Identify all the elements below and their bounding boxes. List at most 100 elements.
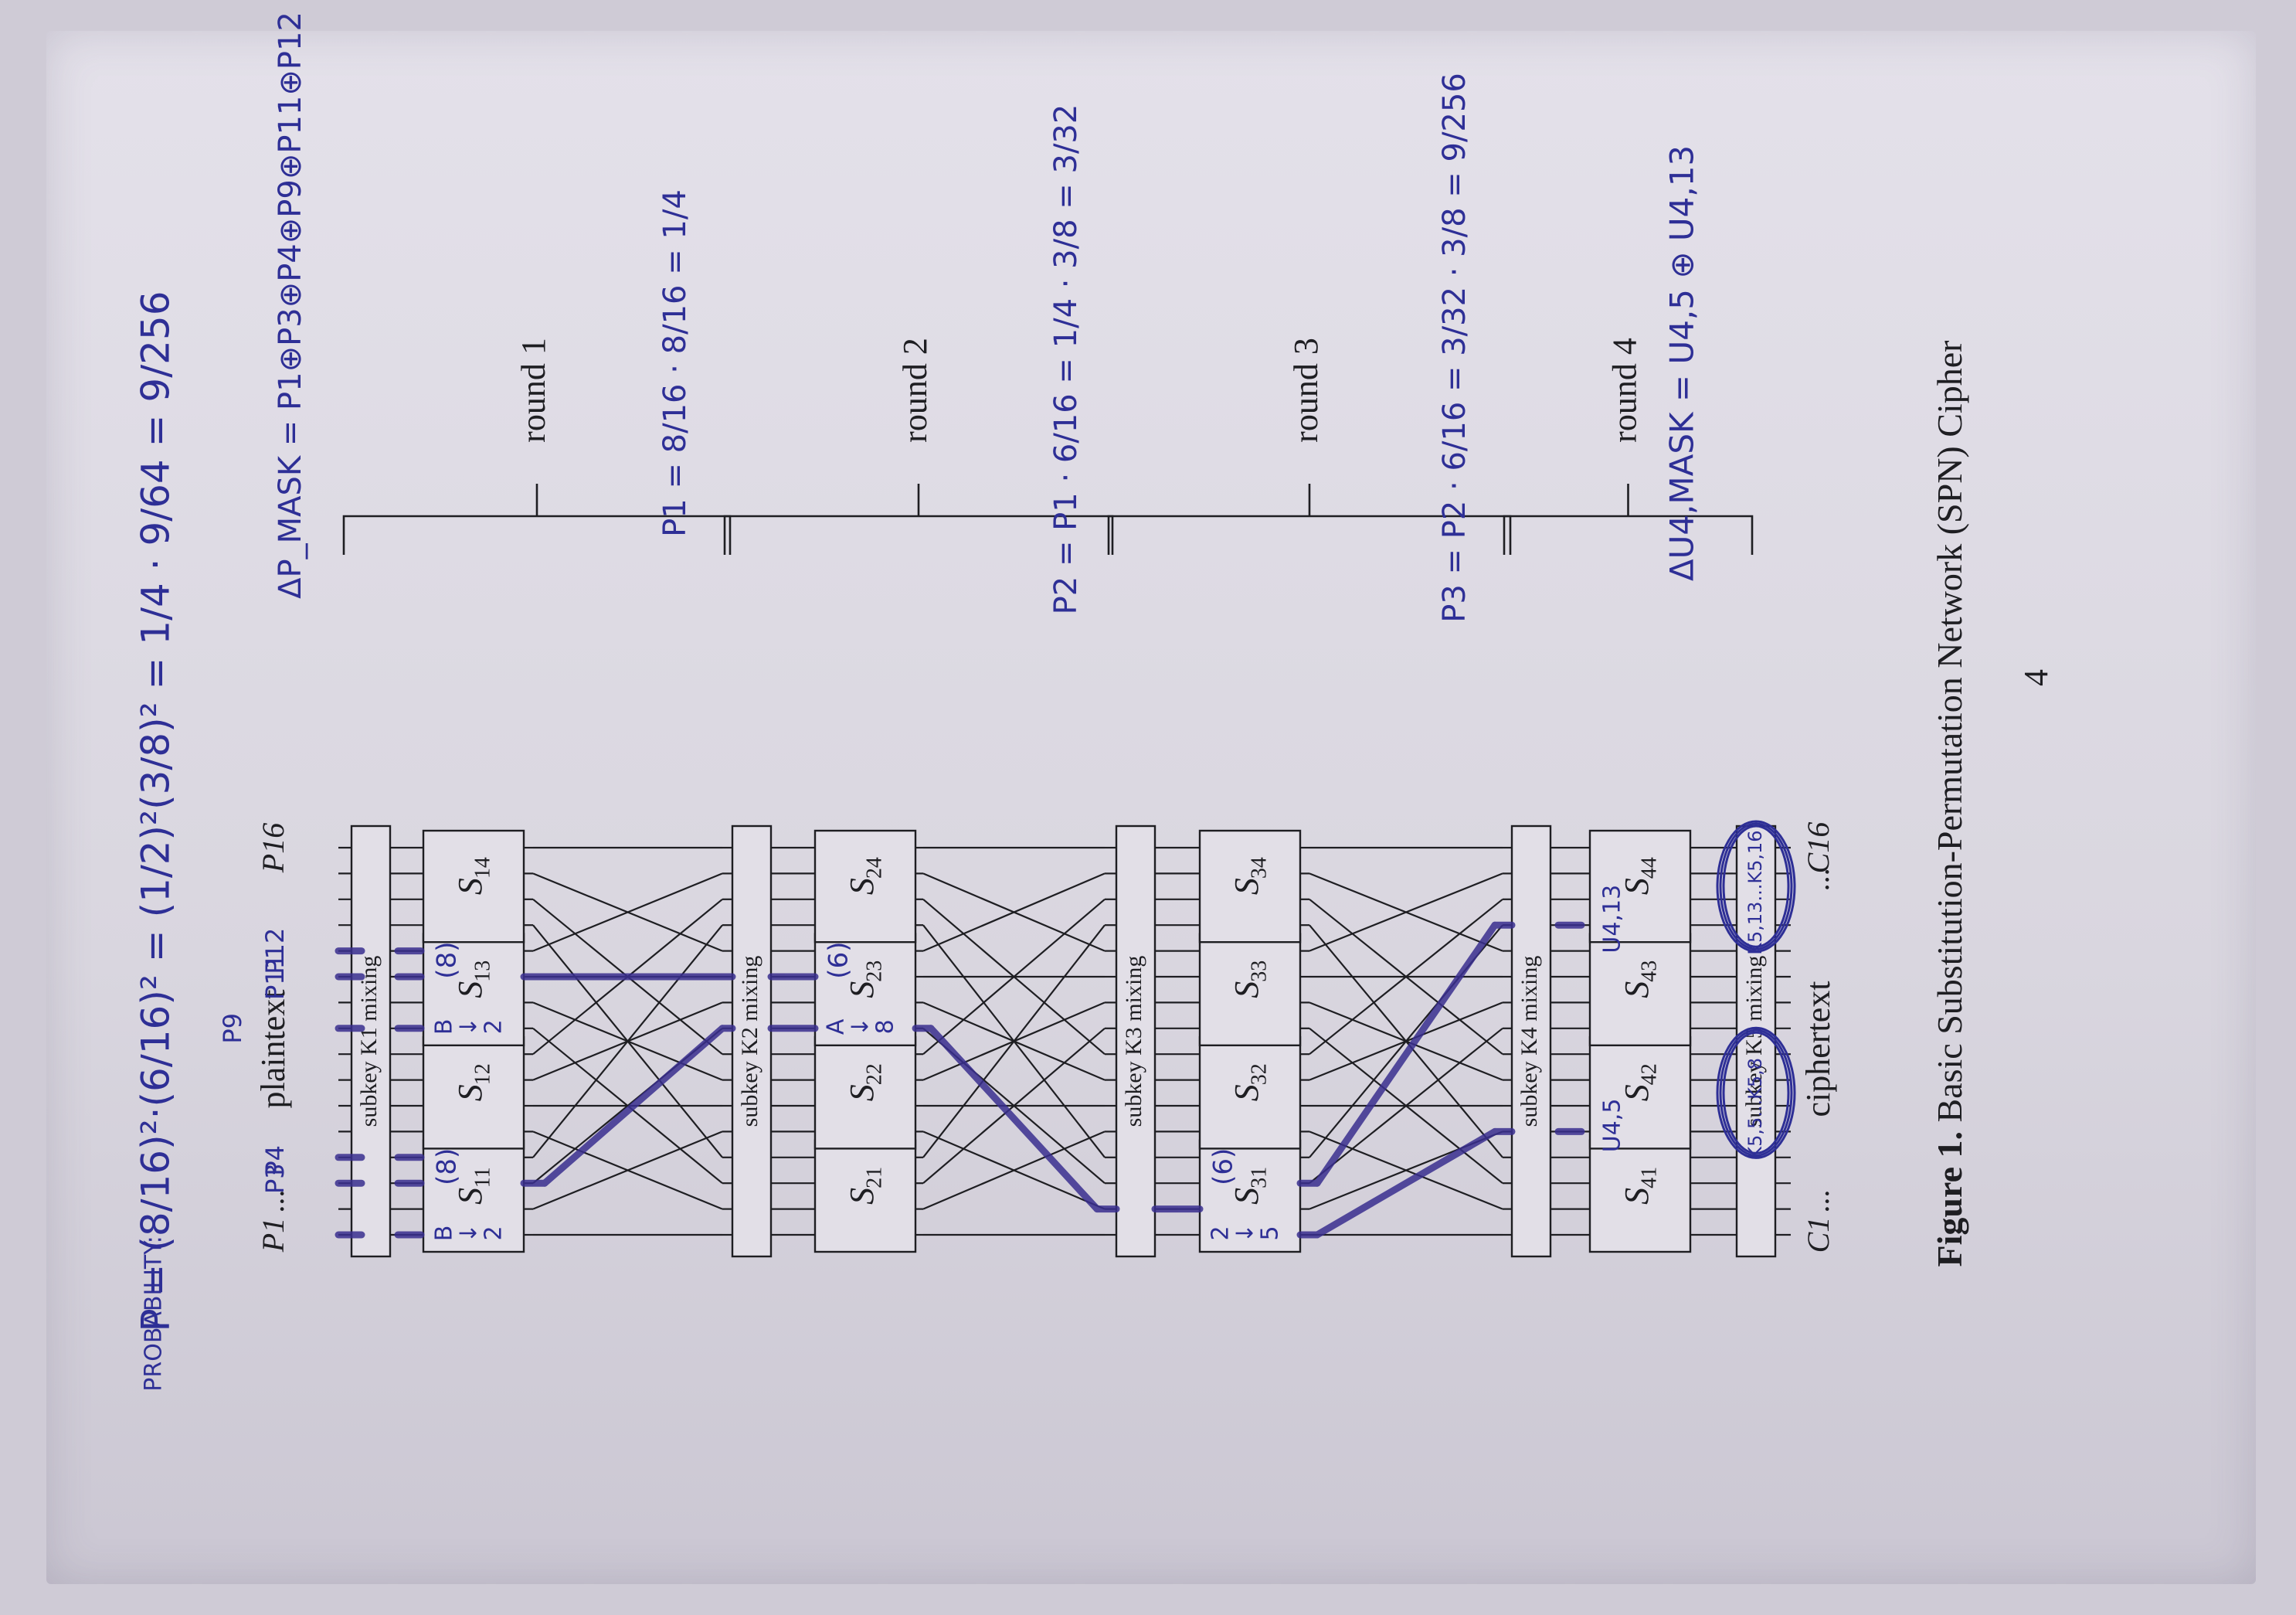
circled-key-bits <box>1719 1028 1793 1157</box>
sbox-mapping-note: 2 <box>481 1226 508 1240</box>
circled-key-bits <box>1716 820 1796 953</box>
permutation-wire <box>1309 872 1503 952</box>
sbox-label: S <box>1618 1084 1656 1101</box>
sbox-subscript: 41 <box>1637 1167 1661 1188</box>
sbox <box>1588 933 1692 1046</box>
permutation-wire <box>1309 898 1503 1056</box>
sbox <box>422 933 525 1046</box>
sbox-label: S <box>1228 1188 1265 1205</box>
sbox-label: S <box>1228 981 1265 998</box>
sbox-mapping-note: 2 <box>1207 1226 1235 1240</box>
sbox-label: S <box>1228 1084 1265 1101</box>
sbox-count-note: (8) <box>432 1148 463 1185</box>
permutation-wire <box>922 924 1106 1158</box>
sbox <box>1198 933 1302 1046</box>
sbox-subscript: 43 <box>1637 960 1661 982</box>
sbox-subscript: 42 <box>1637 1063 1661 1085</box>
highlighted-path <box>335 921 1585 1239</box>
round-label: round 2 <box>896 338 934 443</box>
sbox-count-note: (8) <box>432 942 463 979</box>
round-bracket <box>1503 515 1754 555</box>
circled-key-bits <box>1716 1026 1796 1159</box>
ciphertext-last-bit: C16 <box>1801 822 1836 874</box>
u-label: U4,13 <box>1599 885 1626 954</box>
ciphertext-ellipsis-right: ... <box>1801 868 1836 891</box>
permutation-wire <box>1309 924 1503 1158</box>
subkey-mixing-label: subkey K2 mixing <box>737 956 763 1127</box>
p1-formula: P1 = 8/16 · 8/16 = 1/4 <box>657 189 693 537</box>
sbox-subscript: 12 <box>470 1063 494 1085</box>
ciphertext-ellipsis: ... <box>1801 1190 1836 1213</box>
sbox <box>813 1035 917 1150</box>
sbox-label: S <box>451 1188 489 1205</box>
highlight-segment <box>1313 1127 1499 1239</box>
sbox-count-note: (6) <box>1208 1148 1239 1185</box>
subkey-mixing-bar <box>731 824 773 1258</box>
sbox-label: S <box>451 1084 489 1101</box>
plaintext-ellipsis: ... <box>256 1190 290 1213</box>
sbox-label: S <box>843 1084 881 1101</box>
ciphertext-label: ciphertext <box>1799 981 1837 1117</box>
sbox <box>1198 1035 1302 1150</box>
p2-formula: P2 = P1 · 6/16 = 1/4 · 3/8 = 3/32 <box>1048 104 1084 615</box>
sbox-count-note: (6) <box>824 942 854 979</box>
sbox-mapping-note: ↓ <box>456 1223 483 1243</box>
sbox-label: S <box>1618 878 1656 895</box>
sbox-label: S <box>1618 1188 1656 1205</box>
round-label: round 4 <box>1606 338 1644 443</box>
sbox-subscript: 44 <box>1637 857 1661 879</box>
sbox-mapping-note: ↓ <box>1232 1223 1259 1243</box>
sbox <box>422 1139 525 1253</box>
probability-formula: P = (8/16)²·(6/16)² = (1/2)²(3/8)² = 1/4… <box>134 291 178 1331</box>
sbox-mapping-note: A <box>823 1018 850 1035</box>
permutation-wire <box>532 872 723 952</box>
sbox-subscript: 31 <box>1247 1167 1271 1188</box>
sbox-subscript: 24 <box>862 857 886 879</box>
sbox <box>813 829 917 944</box>
sbox <box>422 829 525 944</box>
sbox-mapping-note: 5 <box>1257 1226 1284 1240</box>
sbox-mapping-note: 8 <box>872 1019 899 1034</box>
k5-label: K5,5...K5,8 <box>1744 1058 1766 1159</box>
sbox-subscript: 22 <box>862 1063 886 1085</box>
plaintext-last-bit: P16 <box>256 823 290 873</box>
round-label: round 3 <box>1287 338 1325 443</box>
sbox-subscript: 21 <box>862 1167 886 1188</box>
sbox-subscript: 23 <box>862 960 886 982</box>
round-label: round 1 <box>515 338 552 443</box>
sbox-label: S <box>843 981 881 998</box>
subkey-mixing-label: subkey K4 mixing <box>1517 956 1542 1127</box>
permutation-wire <box>922 872 1106 952</box>
delta-p-mask: ΔP_MASK = P1⊕P3⊕P4⊕P9⊕P11⊕P12 <box>273 12 308 599</box>
circled-key-bits <box>1719 822 1793 950</box>
sbox <box>1588 1035 1692 1150</box>
permutation-wire <box>532 1027 723 1185</box>
figure-caption: Figure 1. Basic Substitution-Permutation… <box>1930 341 1969 1267</box>
pen-bit-label: P3 <box>260 1163 290 1194</box>
sbox-mapping-note: ↓ <box>456 1017 483 1036</box>
sbox-label: S <box>451 981 489 998</box>
sbox-subscript: 34 <box>1247 857 1271 879</box>
sbox-subscript: 13 <box>470 960 494 982</box>
sbox-label: S <box>1228 878 1265 895</box>
permutation-wire <box>532 924 723 1158</box>
p3-formula: P3 = P2 · 6/16 = 3/32 · 3/8 = 9/256 <box>1437 73 1472 623</box>
sbox <box>813 933 917 1046</box>
sbox-subscript: 32 <box>1247 1063 1271 1085</box>
sbox-subscript: 14 <box>470 857 494 879</box>
sbox-mapping-note: 2 <box>481 1019 508 1034</box>
permutation-wire <box>922 1130 1106 1210</box>
permutation-wire <box>532 1130 723 1210</box>
permutation-wire <box>1309 1027 1503 1185</box>
pen-bit-label: P4 <box>260 1145 290 1176</box>
page-number: 4 <box>2017 669 2055 686</box>
plaintext-label: plaintext <box>254 990 292 1109</box>
ciphertext-first-bit: C1 <box>1801 1217 1836 1253</box>
sbox-mapping-note: ↓ <box>847 1017 875 1036</box>
circled-key-bits <box>1722 824 1790 948</box>
paper-sheet <box>46 31 2256 1584</box>
highlight-segment <box>1313 921 1499 1187</box>
permutation-wire <box>922 898 1106 1056</box>
u-label: U4,5 <box>1599 1099 1626 1153</box>
